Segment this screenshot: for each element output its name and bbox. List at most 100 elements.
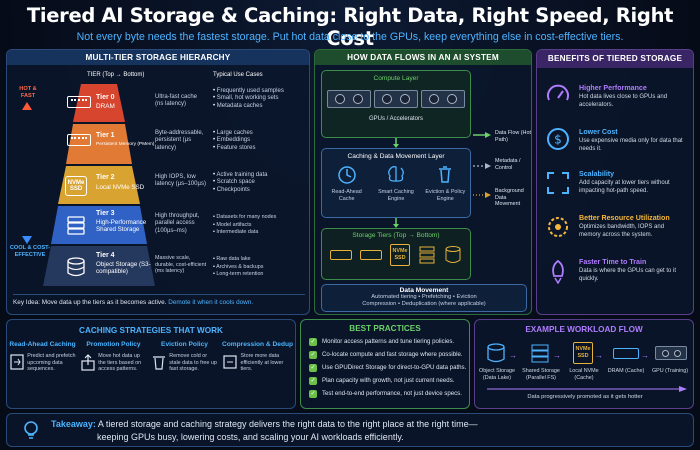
hot-path-arrow bbox=[473, 132, 491, 138]
brain-icon bbox=[388, 166, 404, 182]
hot-label: HOT & FAST bbox=[19, 86, 37, 99]
storage-tiers-title: Storage Tiers (Top → Bottom) bbox=[352, 232, 440, 239]
workflow-heading: EXAMPLE WORKLOAD FLOW bbox=[525, 325, 643, 334]
benefit-title-1: Lower Cost bbox=[579, 128, 618, 136]
tier0-desc: Ultra-fast cache (ns latency) bbox=[155, 94, 198, 108]
compute-layer-box: Compute Layer GPUs / Accelerators bbox=[321, 70, 471, 138]
storage-tiers-box: Storage Tiers (Top → Bottom) NVMe SSD bbox=[321, 228, 471, 280]
mini-nvme-icon: NVMe SSD bbox=[390, 244, 410, 266]
workflow-caption: Data progressively promoted as it gets h… bbox=[527, 394, 643, 400]
tier2-sub: Local NVMe SSD bbox=[96, 184, 145, 191]
practice-item: ✓Use GPUDirect Storage for direct-to-GPU… bbox=[309, 363, 467, 372]
prefetch-icon bbox=[9, 354, 24, 370]
eviction-item: Eviction & Policy Engine bbox=[423, 164, 467, 202]
tier0-name: Tier 0 bbox=[96, 94, 115, 101]
strategy-compression: Compression & Dedup Store more data effi… bbox=[221, 341, 294, 373]
practices-heading: BEST PRACTICES bbox=[349, 324, 421, 333]
mini-object-icon bbox=[445, 246, 461, 263]
caching-panel: CACHING STRATEGIES THAT WORK Read-Ahead … bbox=[6, 319, 296, 409]
tier1-sub: Persistent Memory (PMem) bbox=[96, 142, 155, 147]
tier3-sub: High-Performance Shared Storage bbox=[96, 219, 147, 234]
benefit-text-2: Add capacity at lower tiers without impa… bbox=[579, 180, 670, 194]
workflow-step-label: Local NVMe (Cache) bbox=[569, 368, 599, 381]
read-ahead-item: Read-Ahead Cache bbox=[325, 164, 369, 202]
mini-dram-icon bbox=[330, 250, 352, 260]
practices-panel: BEST PRACTICES ✓Monitor access patterns … bbox=[300, 319, 470, 409]
compress-icon bbox=[222, 355, 237, 369]
tier4-name: Tier 4 bbox=[96, 252, 115, 259]
promotion-icon bbox=[80, 354, 95, 371]
gpu-row bbox=[322, 90, 470, 108]
tier2-band bbox=[58, 166, 140, 204]
legend-background: Background Data Movement bbox=[495, 188, 524, 208]
takeaway-panel: Takeaway: A tiered storage and caching s… bbox=[6, 413, 694, 447]
check-icon: ✓ bbox=[309, 363, 317, 372]
tier0-sub: DRAM bbox=[96, 103, 115, 110]
col-uses-header: Typical Use Cases bbox=[213, 72, 263, 78]
benefit-text-1: Use expensive media only for data that n… bbox=[579, 138, 683, 152]
benefit-text-0: Hot data lives close to GPUs and acceler… bbox=[579, 94, 668, 108]
tier1-desc: Byte-addressable, persistent (µs latency… bbox=[155, 130, 204, 151]
expand-icon bbox=[547, 172, 569, 194]
nvme-icon: NVMe SSD bbox=[573, 342, 593, 364]
svg-text:$: $ bbox=[554, 133, 562, 147]
benefit-text-3: Optimizes bandwidth, IOPS and memory acr… bbox=[579, 224, 665, 238]
check-icon: ✓ bbox=[309, 389, 317, 398]
takeaway-label: Takeaway: bbox=[51, 419, 96, 429]
workflow-step-label: Object Storage (Data Lake) bbox=[479, 368, 515, 381]
takeaway-line1: Takeaway: A tiered storage and caching s… bbox=[51, 419, 478, 429]
gpu-icon bbox=[655, 346, 687, 360]
col-tier-header: TIER (Top → Bottom) bbox=[87, 72, 145, 78]
trash-icon bbox=[152, 356, 165, 370]
key-idea-demote: Demote it when it cools down. bbox=[168, 299, 254, 306]
dram-icon bbox=[613, 348, 639, 359]
tier3-name: Tier 3 bbox=[96, 210, 115, 217]
tier4-sub: Object Storage (S3-compatible) bbox=[96, 261, 151, 276]
money-icon: $ bbox=[547, 128, 569, 150]
gpu-icon bbox=[373, 90, 418, 108]
tier2-name: Tier 2 bbox=[96, 174, 115, 181]
key-idea-text: Key Idea: Move data up the tiers as it b… bbox=[13, 299, 169, 306]
data-movement-line1: Automated tiering • Prefetching • Evicti… bbox=[371, 294, 477, 300]
tier1-name: Tier 1 bbox=[96, 132, 115, 139]
tier4-uses: Raw data lakeArchives & backupsLong-term… bbox=[213, 256, 309, 279]
benefit-title-0: Higher Performance bbox=[579, 84, 647, 92]
shared-storage-icon bbox=[531, 344, 549, 363]
practice-item: ✓Monitor access patterns and tune tierin… bbox=[309, 337, 455, 346]
mini-shared-icon bbox=[419, 246, 435, 264]
lightbulb-icon bbox=[24, 421, 38, 439]
benefit-title-4: Faster Time to Train bbox=[579, 258, 647, 266]
strategy-read-ahead: Read-Ahead Caching Predict and prefetch … bbox=[9, 341, 76, 373]
page-subtitle: Not every byte needs the fastest storage… bbox=[76, 31, 624, 43]
key-idea: Key Idea: Move data up the tiers as it b… bbox=[13, 294, 305, 310]
tier3-uses: Datasets for many nodesModel artifactsIn… bbox=[213, 214, 309, 237]
practice-item: ✓Test end-to-end performance, not just d… bbox=[309, 389, 462, 398]
benefits-heading: BENEFITS OF TIERED STORAGE bbox=[537, 50, 693, 68]
rocket-icon bbox=[552, 259, 564, 284]
benefit-title-3: Better Resource Utilization bbox=[579, 214, 670, 222]
benefit-title-2: Scalability bbox=[579, 170, 615, 178]
nvme-icon: NVMe SSD bbox=[65, 176, 87, 196]
speedometer-icon bbox=[547, 84, 569, 101]
object-storage-icon bbox=[487, 343, 505, 363]
benefits-panel: BENEFITS OF TIERED STORAGE Higher Perfor… bbox=[536, 49, 694, 315]
legend-metadata: Metadata / Control bbox=[495, 158, 521, 171]
cool-label: COOL & COST-EFFECTIVE bbox=[9, 245, 51, 258]
strategy-promotion: Promotion Policy Move hot data up the ti… bbox=[80, 341, 148, 373]
tier0-band bbox=[73, 84, 125, 122]
mini-pmem-icon bbox=[360, 250, 382, 260]
data-movement-title: Data Movement bbox=[399, 287, 449, 294]
background-arrow bbox=[473, 192, 491, 198]
tier4-desc: Massive scale, durable, cost-efficient (… bbox=[155, 255, 207, 275]
caching-layer-box: Caching & Data Movement Layer Read-Ahead… bbox=[321, 148, 471, 218]
tier-pyramid bbox=[43, 84, 155, 286]
legend-hot-path: Data Flow (Hot Path) bbox=[495, 130, 531, 143]
caching-heading: CACHING STRATEGIES THAT WORK bbox=[79, 326, 223, 335]
compute-layer-title: Compute Layer bbox=[373, 75, 419, 82]
benefit-text-4: Data is where the GPUs can get to it qui… bbox=[579, 268, 677, 282]
flow-panel: HOW DATA FLOWS IN AN AI SYSTEM Compute L… bbox=[314, 49, 532, 315]
trash-icon bbox=[439, 166, 452, 183]
check-icon: ✓ bbox=[309, 350, 317, 359]
takeaway-text: A tiered storage and caching strategy de… bbox=[97, 419, 478, 429]
flow-heading: HOW DATA FLOWS IN AN AI SYSTEM bbox=[315, 50, 531, 65]
